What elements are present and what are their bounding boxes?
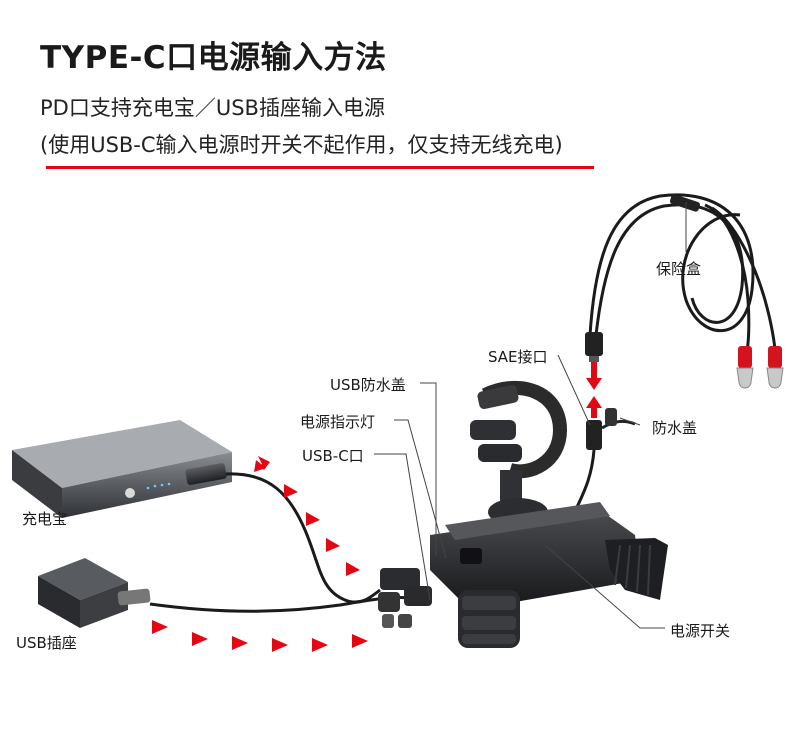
- usb-waterproof-cap-label: USB防水盖: [330, 374, 406, 395]
- sae-connector-top: [585, 332, 603, 356]
- flow-arrows-usb-socket: [152, 620, 368, 652]
- power-bank-label: 充电宝: [22, 508, 67, 529]
- waterproof-cap-label: 防水盖: [652, 417, 697, 438]
- usbc-port-label: USB-C口: [302, 445, 364, 466]
- power-indicator-label: 电源指示灯: [300, 411, 375, 432]
- flow-arrows-power-bank: [254, 456, 360, 576]
- power-bank-image: [12, 420, 232, 518]
- sae-port-label: SAE接口: [488, 346, 548, 367]
- power-switch-label: 电源开关: [670, 620, 730, 641]
- ring-terminals: [737, 346, 783, 388]
- sae-connector-bottom: [586, 420, 602, 450]
- usb-socket-label: USB插座: [16, 632, 77, 653]
- phone-mount-image: [378, 384, 668, 648]
- usb-socket-image: [38, 558, 151, 628]
- fuse-box-label: 保险盒: [656, 258, 701, 279]
